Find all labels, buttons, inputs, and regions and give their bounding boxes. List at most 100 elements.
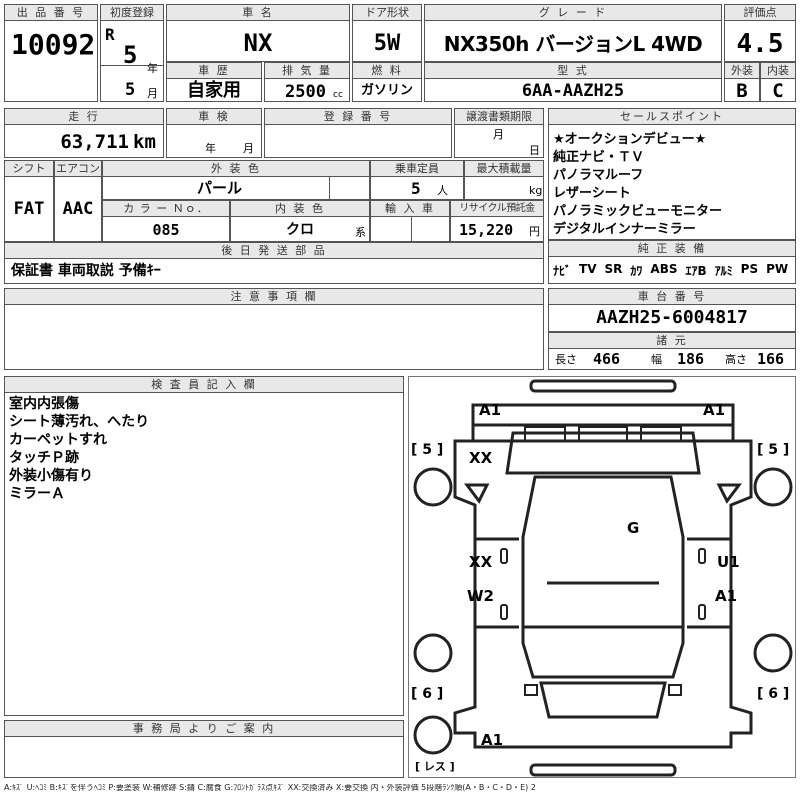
inspector-note: カーペットすれ (9, 432, 107, 448)
later-parts: 保証書 車両取説 予備ｷｰ (11, 263, 161, 279)
interior-color-box: 内 装 色 クロ 系 (230, 200, 370, 242)
fuel-label: 燃 料 (353, 63, 421, 79)
sales-point: デジタルインナーミラー (553, 222, 696, 237)
registration-year: 5 (123, 41, 138, 69)
model-box: 型 式 6AA-AAZH25 (424, 62, 722, 102)
vehicle-history: 自家用 (187, 80, 241, 101)
sales-point: パノラミックビューモニター (553, 204, 723, 219)
sales-point: ★オークションデビュー★ (553, 132, 707, 147)
fuel-type: ガソリン (360, 83, 413, 98)
interior-color-label: 内 装 色 (231, 201, 369, 217)
transfer-month-unit: 月 (493, 128, 504, 141)
interior-label: 内装 (761, 63, 795, 79)
dimensions-label: 諸 元 (549, 333, 795, 349)
shift-box: シフト FAT (4, 160, 54, 242)
color-number-label: カ ラ ー Ｎｏ． (103, 201, 229, 217)
door-label: ドア形状 (353, 5, 421, 21)
load-unit: kg (529, 184, 543, 197)
transfer-label: 譲渡書類期限 (455, 109, 543, 125)
color-label: 外 装 色 (103, 161, 369, 177)
sales-points-box: セールスポイント ★オークションデビュー★ 純正ナビ・ＴＶ パノラマルーフ レザ… (548, 108, 796, 240)
mileage: 63,711 (60, 131, 129, 153)
length-label: 長さ (555, 353, 577, 366)
damage-mark: A1 (715, 587, 738, 605)
aircon-box: エアコン AAC (54, 160, 102, 242)
sales-point: レザーシート (553, 186, 631, 201)
interior-color: クロ (286, 222, 314, 238)
color-box: 外 装 色 パール (102, 160, 370, 200)
tire-rating: [ 5 ] (411, 442, 444, 458)
capacity-label: 乗車定員 (371, 161, 463, 177)
inspection-year-unit: 年 (205, 142, 216, 155)
equipment-item: SR (604, 262, 623, 276)
tire-rating: [ 6 ] (411, 686, 444, 702)
chassis-number: AAZH25-6004817 (596, 307, 748, 328)
chassis-box: 車 台 番 号 AAZH25-6004817 (548, 288, 796, 332)
inspection-label: 車 検 (167, 109, 261, 125)
equipment-label: 純 正 装 備 (549, 241, 795, 257)
recycle-box: リサイクル預託金 15,220 円 (450, 200, 544, 242)
load-label: 最大積載量 (465, 161, 543, 177)
lot-number: 10092 (11, 28, 96, 61)
capacity-box: 乗車定員 5 人 (370, 160, 464, 200)
displacement-label: 排 気 量 (265, 63, 349, 79)
mileage-label: 走 行 (5, 109, 163, 125)
grade-label: グ レ ー ド (425, 5, 721, 21)
grade: NX350h バージョンL 4WD (443, 32, 703, 56)
lot-label: 出 品 番 号 (5, 5, 97, 21)
inspection-month-unit: 月 (243, 142, 254, 155)
tire-rating: [ 5 ] (757, 442, 790, 458)
capacity: 5 (411, 179, 421, 198)
door-box: ドア形状 5W (352, 4, 422, 62)
era-label: R (105, 25, 115, 44)
aircon-label: エアコン (55, 161, 101, 177)
height-label: 高さ (725, 353, 747, 366)
damage-mark: U1 (717, 553, 740, 571)
color-number-box: カ ラ ー Ｎｏ． 085 (102, 200, 230, 242)
car-name-box: 車 名 NX (166, 4, 350, 62)
inspector-note: ミラーＡ (9, 486, 65, 502)
plate-label: 登 録 番 号 (265, 109, 451, 125)
car-name: NX (243, 29, 273, 57)
aircon: AAC (62, 199, 94, 219)
first-registration-label: 初度登録 (101, 5, 163, 21)
equipment-item: ﾅﾋﾞ (553, 264, 572, 278)
recycle-unit: 円 (529, 225, 540, 238)
length: 466 (593, 350, 621, 368)
mileage-box: 走 行 63,711 km (4, 108, 164, 158)
equipment-item: ｶﾜ (630, 264, 643, 278)
transfer-box: 譲渡書類期限 月 日 (454, 108, 544, 158)
model-label: 型 式 (425, 63, 721, 79)
model-code: 6AA-AAZH25 (521, 81, 625, 101)
inspector-label: 検 査 員 記 入 欄 (5, 377, 403, 393)
import-label: 輸 入 車 (371, 201, 449, 217)
recycle-label: リサイクル預託金 (451, 201, 543, 217)
load-box: 最大積載量 kg (464, 160, 544, 200)
history-box: 車 歴 自家用 (166, 62, 262, 102)
interior-score: C (772, 80, 784, 102)
mileage-unit: km (133, 131, 156, 153)
sales-point: パノラマルーフ (553, 168, 644, 183)
displacement-unit: cc (333, 90, 343, 100)
registration-month: 5 (125, 80, 136, 100)
overall-score: 4.5 (736, 29, 784, 59)
equipment-item: ｴｱB (685, 264, 707, 278)
tire-rating: [ 6 ] (757, 686, 790, 702)
lot-box: 出 品 番 号 10092 (4, 4, 98, 102)
score-box: 評価点 4.5 (724, 4, 796, 62)
dimensions-box: 諸 元 長さ 466 幅 186 高さ 166 (548, 332, 796, 370)
legend: A:ｷｽﾞ U:ﾍｺﾐ B:ｷｽﾞを伴うﾍｺﾐ P:要塗装 W:補修跡 S:錆 … (4, 784, 536, 792)
sales-point: 純正ナビ・ＴＶ (553, 150, 645, 165)
inspector-notes: 室内内張傷 シート薄汚れ、へたり カーペットすれ タッチＰ跡 外装小傷有り ミラ… (9, 395, 149, 503)
inspector-note: 室内内張傷 (9, 396, 79, 412)
damage-mark: XX (469, 553, 493, 571)
sales-points-list: ★オークションデビュー★ 純正ナビ・ＴＶ パノラマルーフ レザーシート パノラミ… (553, 131, 722, 239)
plate-box: 登 録 番 号 (264, 108, 452, 158)
later-parts-label: 後 日 発 送 部 品 (5, 243, 543, 259)
damage-mark: A1 (481, 731, 504, 749)
notes-label: 注 意 事 項 欄 (5, 289, 543, 305)
transfer-day-unit: 日 (529, 144, 540, 157)
width: 186 (677, 350, 705, 368)
equipment-list: ﾅﾋﾞ TV SR ｶﾜ ABS ｴｱB ｱﾙﾐ PS PW (553, 262, 788, 279)
damage-mark: G (627, 519, 640, 537)
